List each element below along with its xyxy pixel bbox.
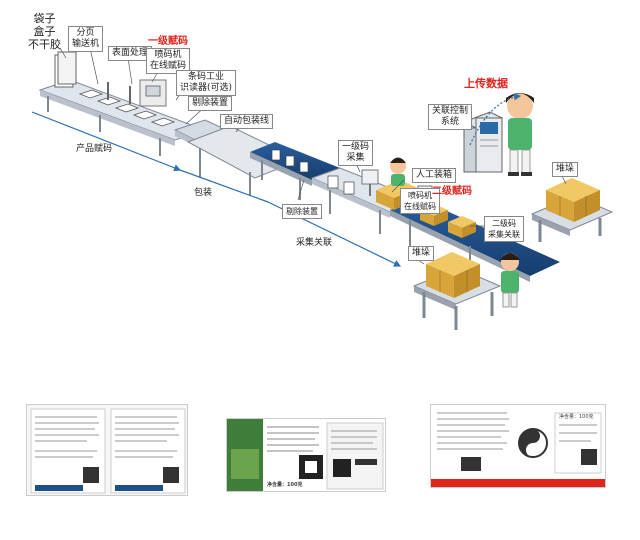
- label-reject-device-1: 剔除装置: [188, 96, 233, 111]
- sample-label-3: 净含量：100克: [430, 404, 606, 488]
- label-surface-treatment: 表面处理: [108, 46, 153, 61]
- pallet-right: [530, 178, 614, 242]
- label-reject-device-2: 剔除装置: [282, 204, 322, 219]
- label-upload-data: 上传数据: [464, 77, 508, 90]
- control-tower: [462, 111, 504, 173]
- sample-label-2-net-weight: 净含量：100克: [267, 482, 303, 488]
- label-barcode-reader: 条码工业 识读器(可选): [176, 70, 237, 96]
- sample-label-1-art: [30, 408, 186, 494]
- sample-label-1: [26, 404, 188, 496]
- label-level1-collect: 一级码 采集: [338, 140, 374, 166]
- label-paging-conveyor: 分页 输送机: [68, 26, 104, 52]
- label-level2-coding: 二级赋码: [432, 186, 472, 197]
- sample-label-3-art: [431, 405, 605, 487]
- label-manual-boxing: 人工装箱: [412, 168, 457, 183]
- label-stack-right: 堆垛: [552, 162, 579, 177]
- label-level2-assoc: 二级码 采集关联: [484, 216, 524, 242]
- paging-conveyor: [38, 51, 207, 156]
- label-auto-pack-line: 自动包装线: [220, 114, 274, 129]
- label-level1-coding: 一级赋码: [148, 36, 188, 47]
- label-collect-assoc: 采集关联: [296, 238, 333, 248]
- sample-label-2-art: [227, 419, 384, 491]
- label-assoc-control: 关联控制 系统: [428, 104, 473, 130]
- label-product-coding: 产品赋码: [76, 144, 113, 154]
- sample-label-3-net-weight: 净含量：100克: [559, 414, 594, 420]
- label-bag-box: 袋子 盒子 不干胶: [28, 12, 61, 51]
- label-stack-front: 堆垛: [408, 246, 435, 261]
- collect-worker: [500, 253, 520, 308]
- blue-conveyor-1: [250, 142, 340, 200]
- pallet-front: [412, 252, 502, 330]
- label-printer-online: 喷码机 在线赋码: [146, 48, 191, 74]
- upload-worker: [506, 93, 534, 176]
- label-printer-online-2: 喷码机 在线赋码: [400, 188, 440, 214]
- label-packing: 包装: [194, 188, 213, 198]
- sample-label-2: 净含量：100克: [226, 418, 386, 492]
